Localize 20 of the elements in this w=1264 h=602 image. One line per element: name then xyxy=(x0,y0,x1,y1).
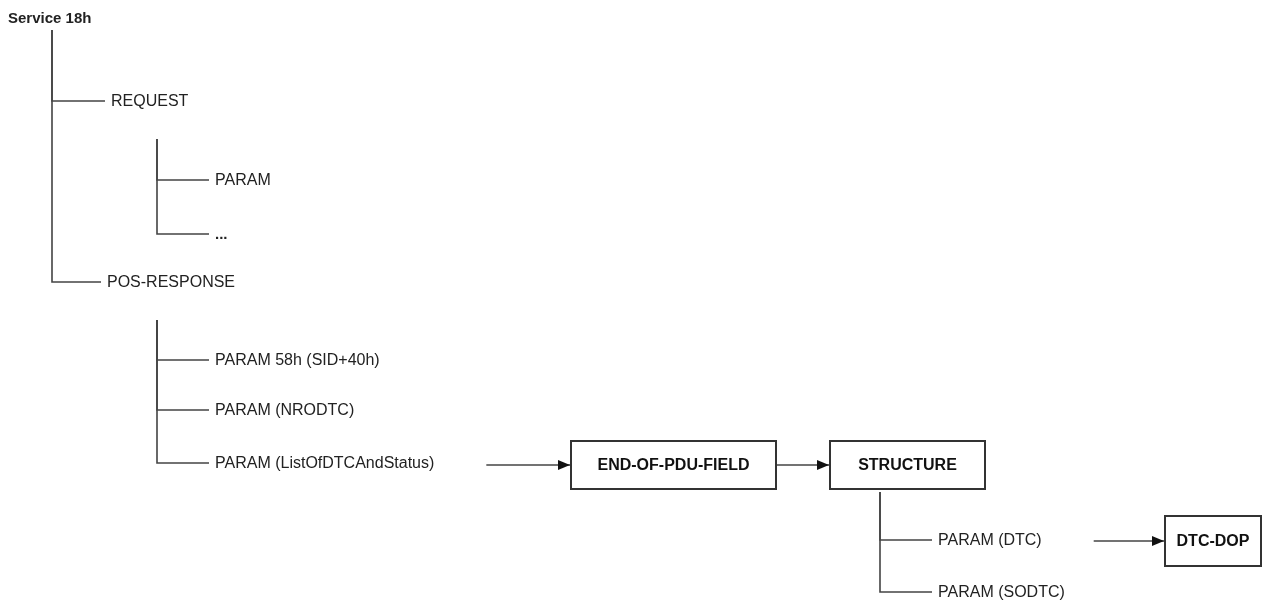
tree-item-label: PARAM xyxy=(215,170,271,190)
tree-item-label: PARAM (DTC) xyxy=(938,530,1042,550)
tree-item-label: PARAM (NRODTC) xyxy=(215,400,355,420)
tree-connector xyxy=(156,319,210,464)
tree-item-label: PARAM (ListOfDTCAndStatus) xyxy=(215,453,435,473)
arrow xyxy=(1092,536,1165,546)
arrow xyxy=(776,460,830,470)
element-box: STRUCTURE xyxy=(829,440,986,490)
tree-item-label: PARAM (SODTC) xyxy=(938,582,1065,602)
tree-connector xyxy=(51,29,102,283)
tree-item-label: PARAM 58h (SID+40h) xyxy=(215,350,380,370)
tree-connector xyxy=(156,138,210,235)
arrow xyxy=(485,460,571,470)
tree-item-label: ... xyxy=(215,224,228,244)
element-box: END-OF-PDU-FIELD xyxy=(570,440,777,490)
element-box: DTC-DOP xyxy=(1164,515,1262,567)
tree-root-label: Service 18h xyxy=(8,8,92,28)
tree-item-label: POS-RESPONSE xyxy=(107,272,236,292)
tree-connector xyxy=(879,491,933,593)
tree-item-label: REQUEST xyxy=(111,91,189,111)
